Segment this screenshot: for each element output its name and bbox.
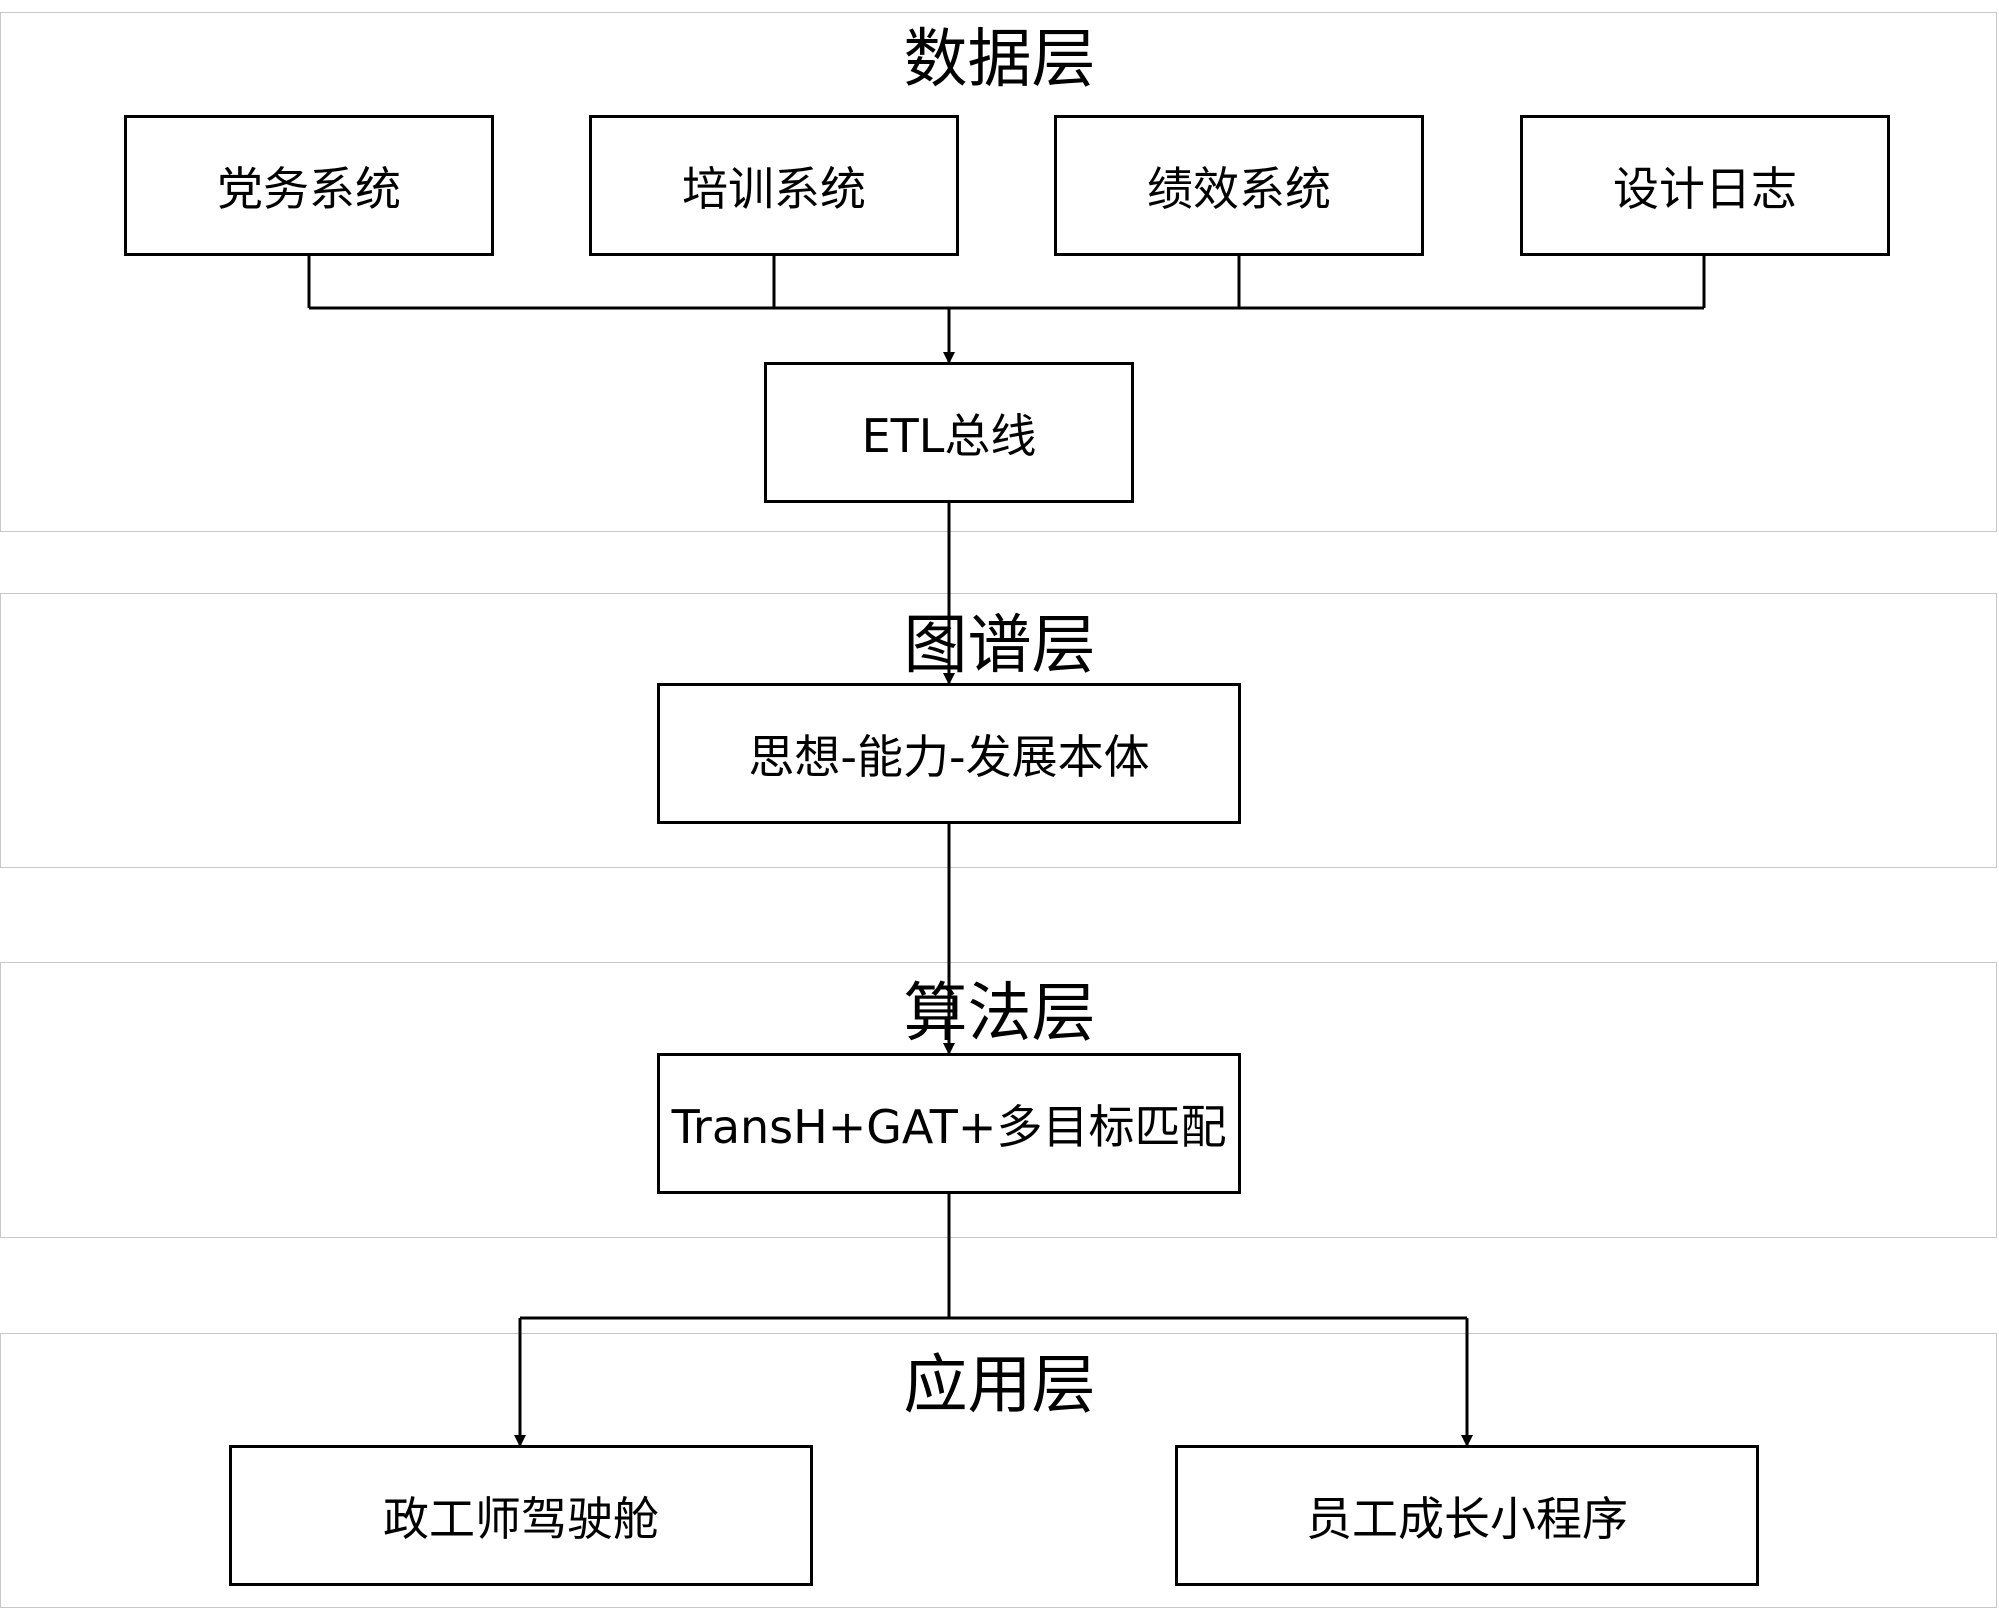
source-box-design-log: 设计日志 [1520, 115, 1890, 256]
ontology-box: 思想-能力-发展本体 [657, 683, 1241, 824]
app-layer-title: 应用层 [903, 1349, 1096, 1423]
source-box-performance: 绩效系统 [1054, 115, 1424, 256]
app-box-cockpit: 政工师驾驶舱 [229, 1445, 813, 1586]
source-box-party: 党务系统 [124, 115, 494, 256]
graph-layer-title: 图谱层 [903, 609, 1096, 683]
data-layer-title: 数据层 [903, 23, 1096, 97]
etl-bus-box: ETL总线 [764, 362, 1134, 503]
algorithm-layer-title: 算法层 [903, 977, 1096, 1051]
source-box-training: 培训系统 [589, 115, 959, 256]
app-box-mini-program: 员工成长小程序 [1175, 1445, 1759, 1586]
algorithm-box: TransH+GAT+多目标匹配 [657, 1053, 1241, 1194]
